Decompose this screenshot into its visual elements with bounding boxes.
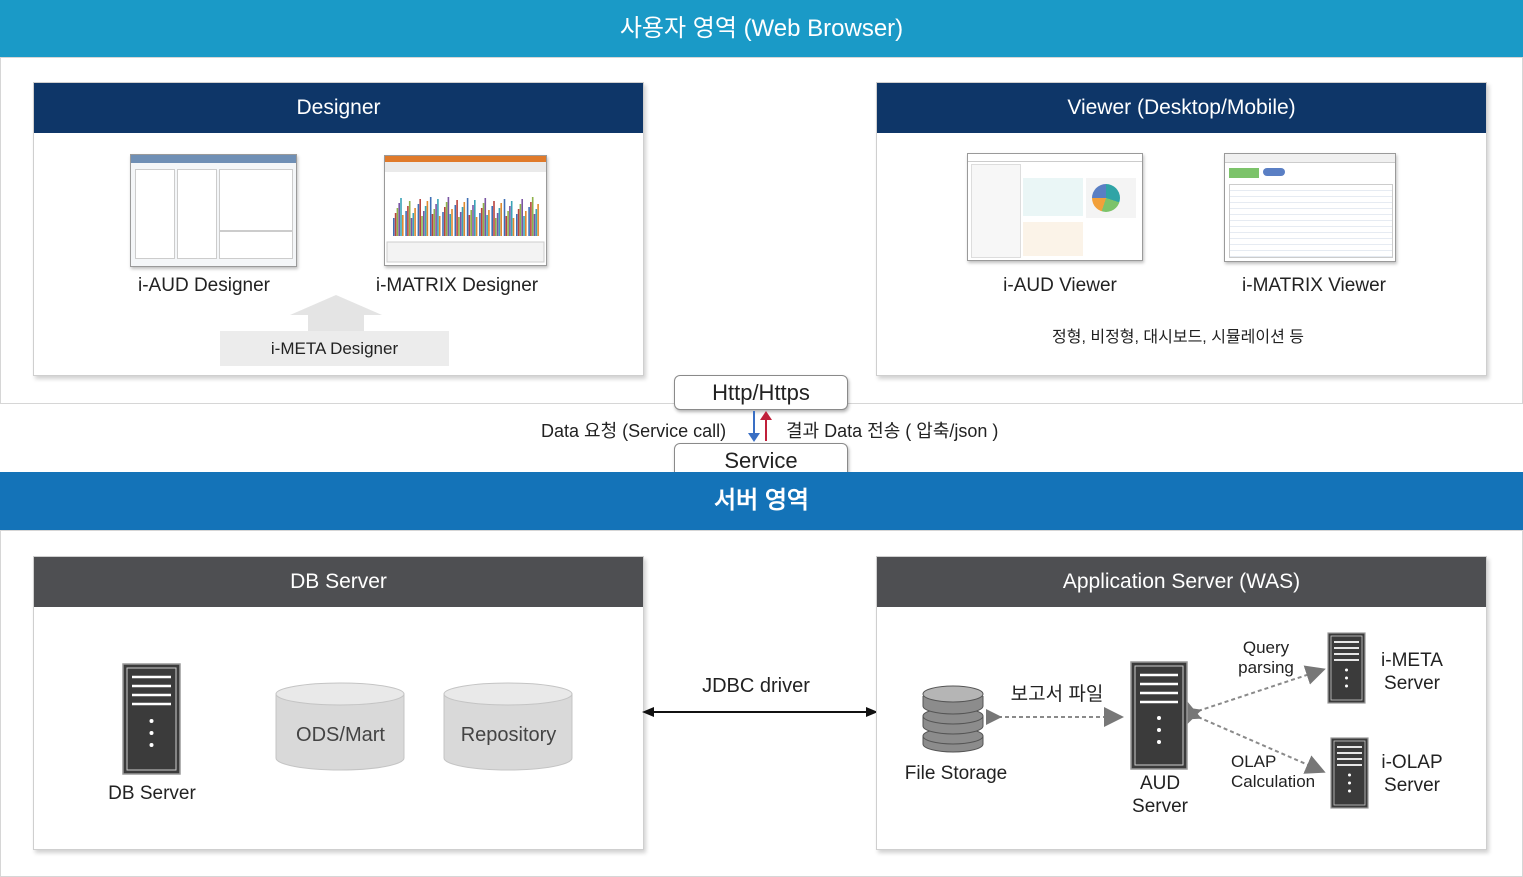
file-storage-icon [922,685,984,753]
server-area-header: 서버 영역 [0,472,1523,530]
report-file-label: 보고서 파일 [1010,684,1104,705]
db-server-label: DB Server [108,783,196,804]
i-olap-server-label-1: i-OLAP [1381,752,1443,773]
viewer-note: 정형, 비정형, 대시보드, 시뮬레이션 등 [1052,329,1304,346]
i-aud-viewer-label: i-AUD Viewer [1003,275,1117,296]
viewer-panel-title: Viewer (Desktop/Mobile) [877,83,1486,133]
i-olap-server-icon [1330,737,1369,809]
i-aud-designer-label: i-AUD Designer [138,275,270,296]
olap-calc-label-1: OLAP [1231,752,1277,771]
aud-server-label-2: Server [1132,796,1188,817]
designer-panel-title: Designer [34,83,643,133]
query-parsing-label-1: Query [1242,638,1290,657]
i-aud-designer-screenshot [130,154,297,267]
i-matrix-designer-label: i-MATRIX Designer [375,275,539,296]
i-matrix-viewer-screenshot [1224,153,1396,262]
request-label: Data 요청 (Service call) [541,421,727,441]
olap-calc-label-2: Calculation [1231,772,1316,791]
aud-server-icon [1130,661,1188,770]
jdbc-driver-label: JDBC driver [702,675,810,697]
repository-cylinder [443,682,573,771]
meta-up-arrow [290,295,382,333]
i-meta-server-label-2: Server [1384,673,1440,694]
application-server-panel-title: Application Server (WAS) [877,557,1486,607]
ods-mart-cylinder [275,682,405,771]
app-flow-arrows [986,665,1326,774]
user-area-header: 사용자 영역 (Web Browser) [0,0,1523,57]
db-server-panel-title: DB Server [34,557,643,607]
i-olap-server-label-2: Server [1384,775,1440,796]
ods-mart-label: ODS/Mart [296,724,385,746]
query-parsing-label-2: parsing [1238,658,1294,677]
response-label: 결과 Data 전송 ( 압축/json ) [786,421,999,441]
file-storage-label: File Storage [904,763,1008,784]
aud-server-label-1: AUD [1139,773,1181,794]
db-server-icon [122,663,181,775]
request-response-arrows [748,411,772,442]
i-meta-designer-box: i-META Designer [220,331,449,366]
i-meta-server-icon [1327,632,1366,704]
i-matrix-viewer-label: i-MATRIX Viewer [1242,275,1386,296]
http-https-box: Http/Https [674,375,848,410]
i-meta-server-label-1: i-META [1381,650,1443,671]
i-matrix-designer-screenshot [384,155,547,266]
repository-label: Repository [460,724,557,746]
i-aud-viewer-screenshot [967,153,1143,261]
jdbc-arrow [642,707,878,717]
